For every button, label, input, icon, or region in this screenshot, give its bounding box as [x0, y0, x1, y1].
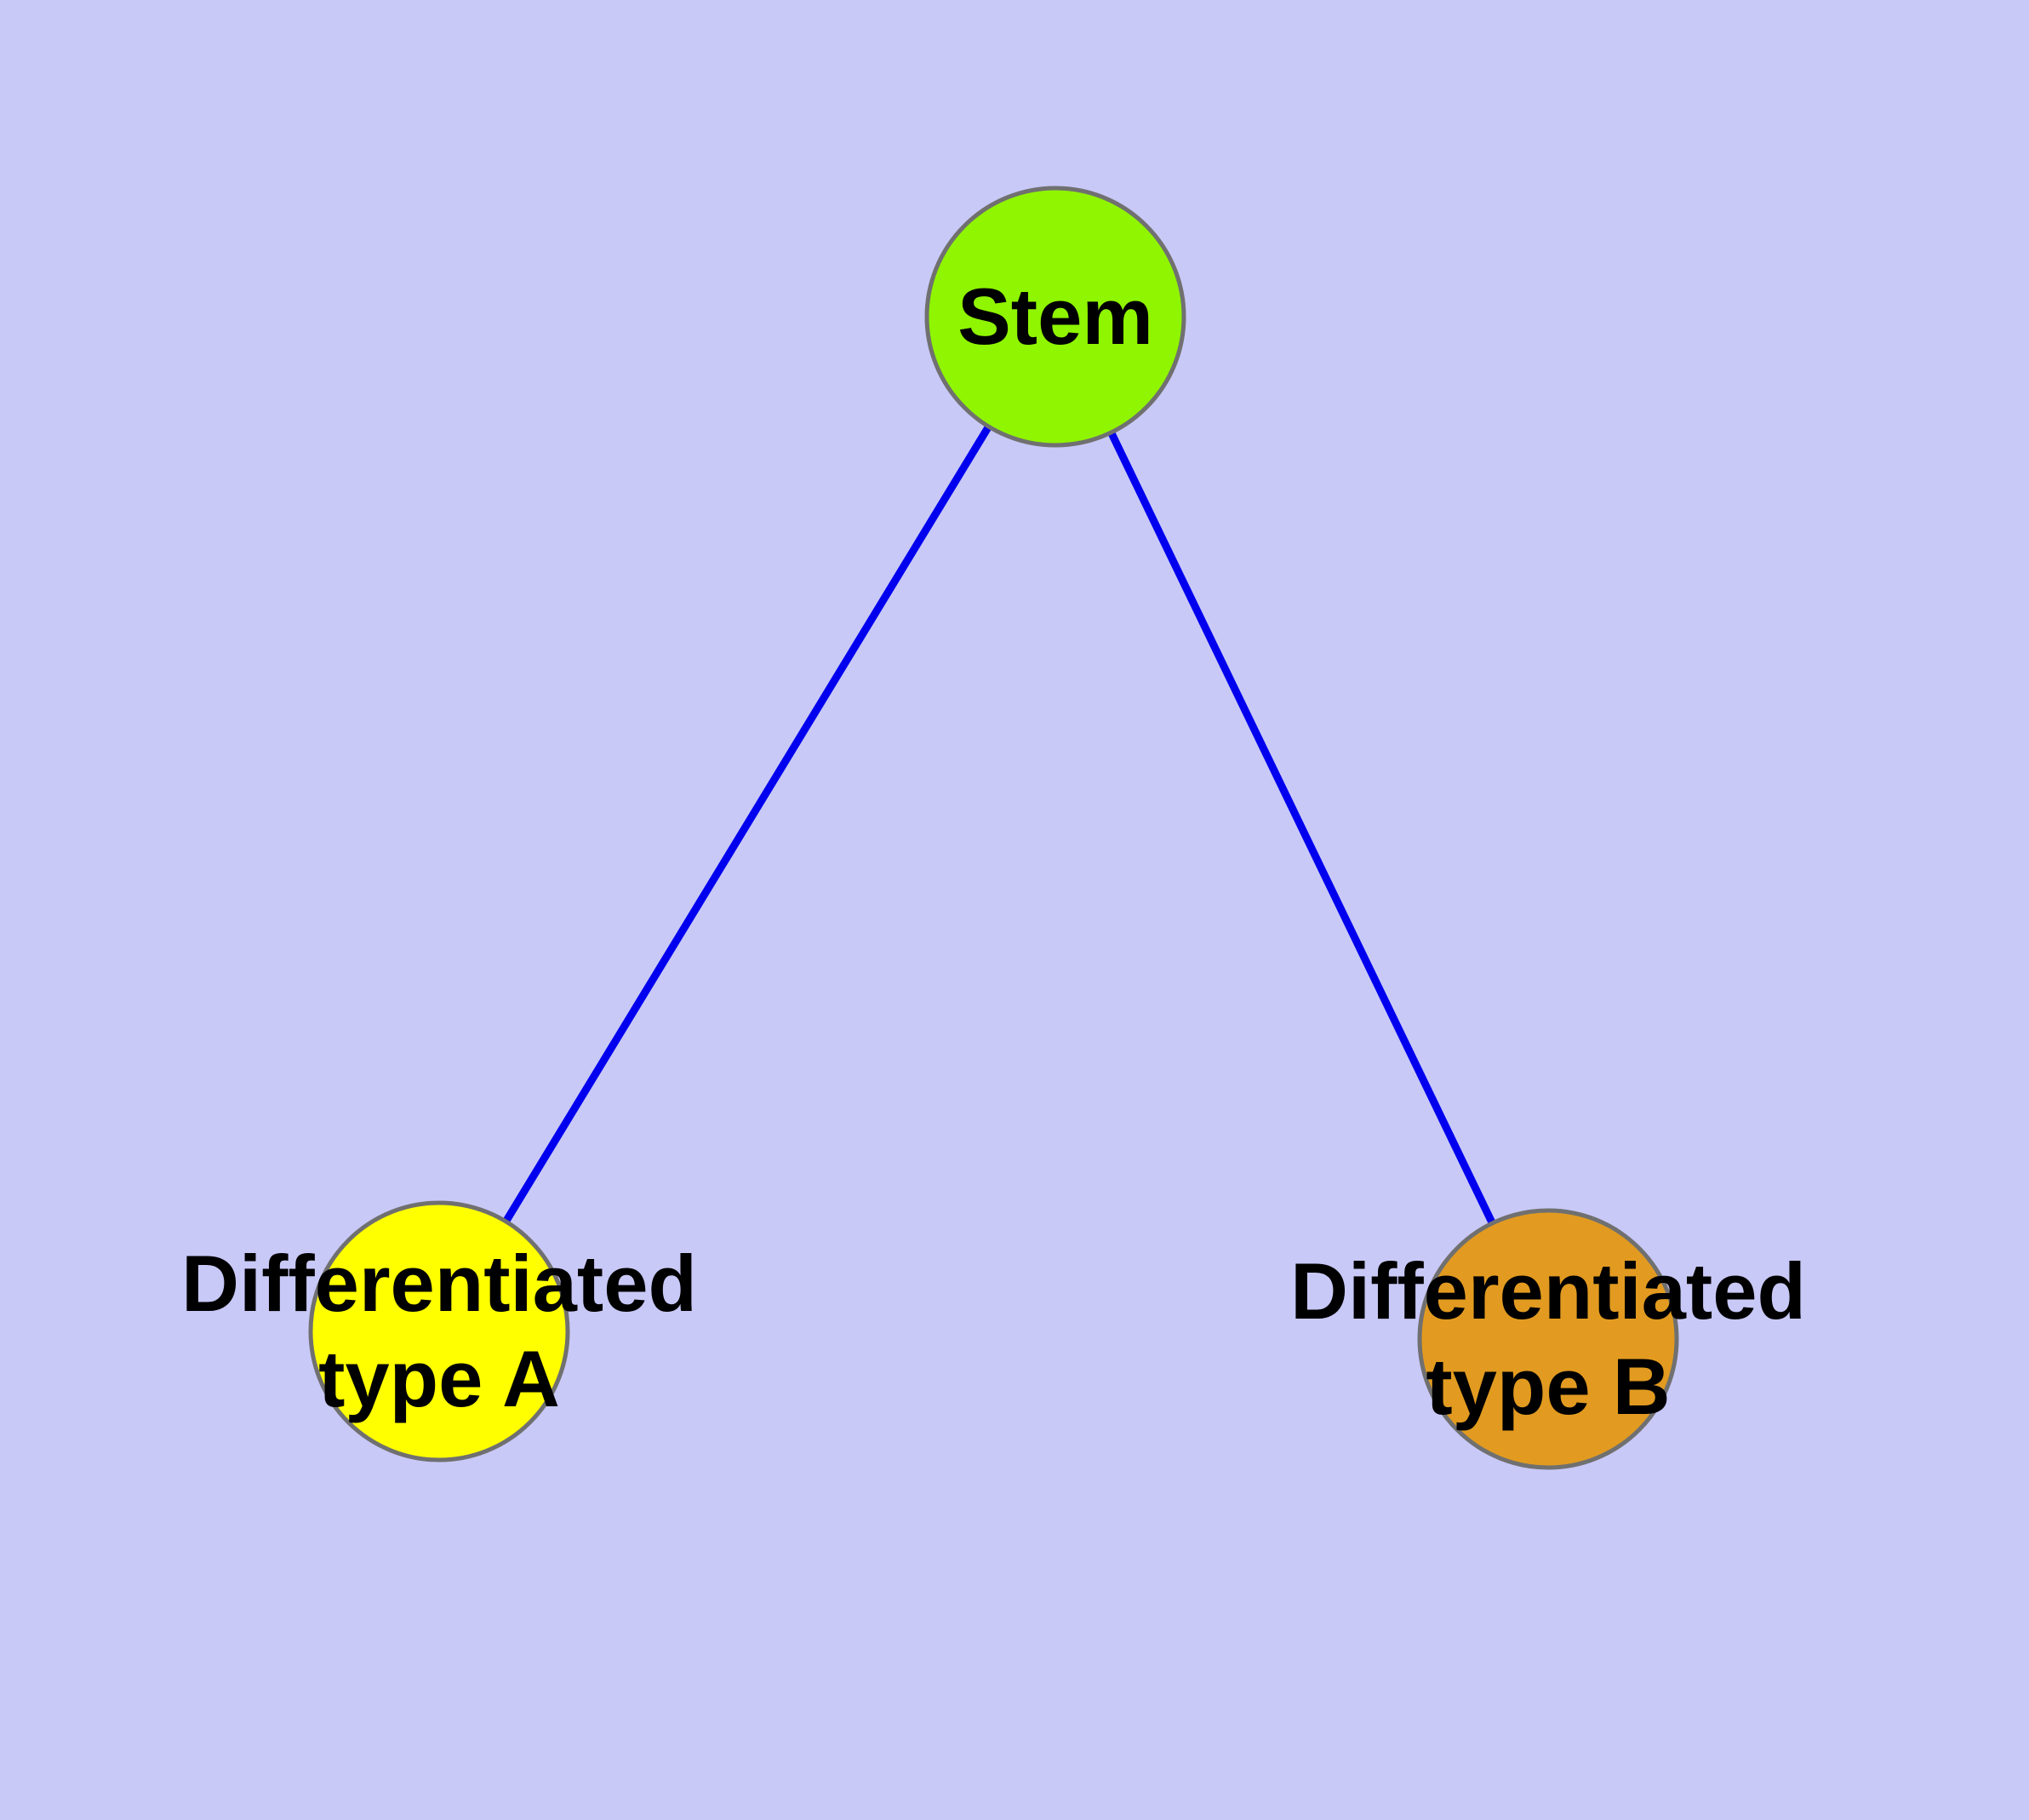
node-differentiated-type-a-circle[interactable]: [308, 1200, 570, 1462]
node-stem-circle[interactable]: [924, 186, 1186, 448]
edge-stem-to-differentiated-type-b: [1051, 315, 1552, 1341]
node-differentiated-type-b-circle[interactable]: [1417, 1208, 1679, 1470]
edge-stem-to-differentiated-type-a: [436, 314, 1059, 1334]
